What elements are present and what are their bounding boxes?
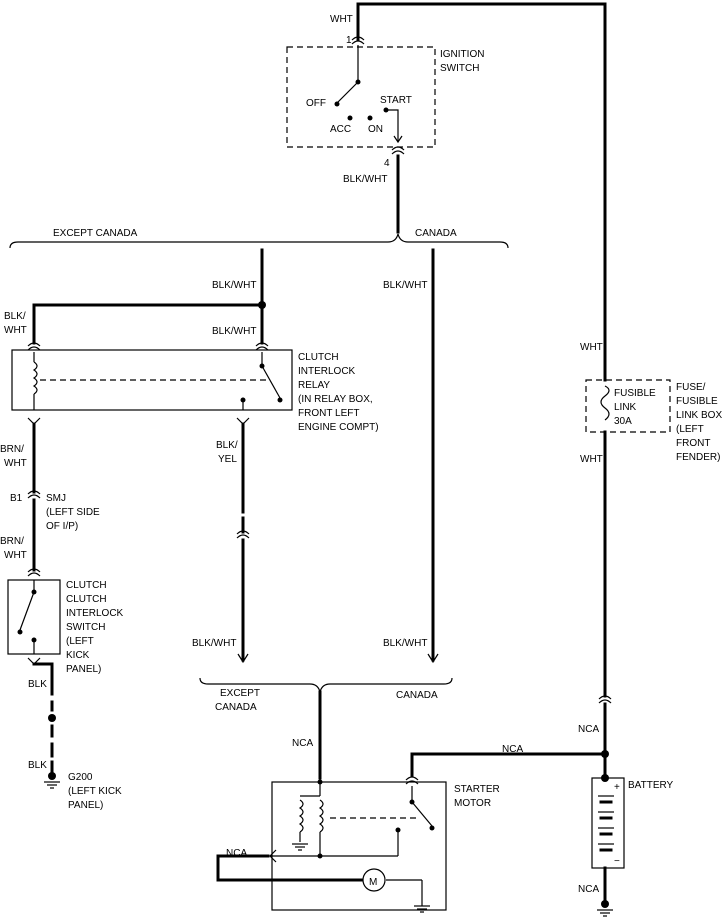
relay-label-3: RELAY xyxy=(298,380,330,391)
clutch-switch-label-1: CLUTCH xyxy=(66,580,107,591)
fusible-link-label-3: 30A xyxy=(614,416,632,427)
relay-label-6: ENGINE COMPT) xyxy=(298,422,379,433)
ignition-switch-label-1: IGNITION xyxy=(440,49,484,60)
wire-label-brn-2: BRN/ xyxy=(0,536,24,547)
battery-plus-label: + xyxy=(614,782,620,793)
battery-label: BATTERY xyxy=(628,780,674,791)
clutch-switch-label-7: PANEL) xyxy=(66,664,101,675)
connector-b1-label: B1 xyxy=(10,493,23,504)
fuse-box-label-2: FUSIBLE xyxy=(676,396,718,407)
clutch-switch-label-3: INTERLOCK xyxy=(66,608,124,619)
fusible-link xyxy=(585,379,671,433)
option-except-canada-low-1: EXCEPT xyxy=(220,688,260,699)
wire-label-blk-yel-2: YEL xyxy=(218,454,237,465)
clutch-switch-label-2: CLUTCH xyxy=(66,594,107,605)
brn-wht-wire xyxy=(27,417,41,577)
ign-pos-start: START xyxy=(380,95,412,106)
wire-label-wht-top: WHT xyxy=(330,14,353,25)
battery-minus-label: − xyxy=(614,856,620,867)
blk-yel-wire xyxy=(236,417,250,664)
wire-label-blk-yel-1: BLK/ xyxy=(216,440,238,451)
wire-label-nca-battery-side: NCA xyxy=(578,724,599,735)
relay-label-4: (IN RELAY BOX, xyxy=(298,394,373,405)
clutch-interlock-switch xyxy=(7,579,61,665)
clutch-switch-label-5: (LEFT xyxy=(66,636,94,647)
wire-label-blk-ground: BLK xyxy=(28,760,47,771)
fuse-box-label-3: LINK BOX xyxy=(676,410,722,421)
clutch-switch-label-4: SWITCH xyxy=(66,622,105,633)
smj-label-1: SMJ xyxy=(46,493,66,504)
blk-ground-wire xyxy=(32,662,60,789)
fuse-box-label-5: FRONT xyxy=(676,438,710,449)
option-canada-low: CANADA xyxy=(396,690,438,701)
option-except-canada-top: EXCEPT CANADA xyxy=(53,228,138,239)
wire-label-blk-wht-ign: BLK/WHT xyxy=(343,174,387,185)
starter-label-2: MOTOR xyxy=(454,798,491,809)
option-except-canada-low-2: CANADA xyxy=(215,702,257,713)
clutch-switch-label-6: KICK xyxy=(66,650,90,661)
option-brace-top xyxy=(9,233,509,249)
wire-label-nca-batt-ground: NCA xyxy=(578,884,599,895)
battery xyxy=(591,774,625,917)
fuse-box-label-1: FUSE/ xyxy=(676,382,706,393)
ign-pin-4-label: 4 xyxy=(384,158,390,169)
ign-pos-acc: ACC xyxy=(330,124,351,135)
ground-g200-label-3: PANEL) xyxy=(68,800,103,811)
ign-pos-on: ON xyxy=(368,124,383,135)
starter-label-1: STARTER xyxy=(454,784,500,795)
wire-label-nca-batt-link: NCA xyxy=(502,744,523,755)
wire-label-wht-brn-1: WHT xyxy=(4,458,27,469)
wire-label-blk-wht-center: BLK/WHT xyxy=(212,280,256,291)
wire-label-blk-wht-relay-in: BLK/WHT xyxy=(212,326,256,337)
fusible-link-label-1: FUSIBLE xyxy=(614,388,656,399)
option-canada-top: CANADA xyxy=(415,228,457,239)
relay-label-1: CLUTCH xyxy=(298,352,339,363)
relay-label-5: FRONT LEFT xyxy=(298,408,359,419)
wire-label-blk-wht-low-right: BLK/WHT xyxy=(383,638,427,649)
ign-pos-off: OFF xyxy=(306,98,326,109)
ground-g200-label-1: G200 xyxy=(68,772,93,783)
fusible-link-label-2: LINK xyxy=(614,402,637,413)
wire-label-wht-fuse-top: WHT xyxy=(580,342,603,353)
smj-label-3: OF I/P) xyxy=(46,521,78,532)
ignition-switch xyxy=(286,36,436,155)
relay-label-2: INTERLOCK xyxy=(298,366,356,377)
wire-label-blk-wht-low-left: BLK/WHT xyxy=(192,638,236,649)
wire-label-brn-1: BRN/ xyxy=(0,444,24,455)
wire-label-wht-fuse-bottom: WHT xyxy=(580,454,603,465)
ign-pin-1-label: 1 xyxy=(346,35,352,46)
wire-label-wht-left: WHT xyxy=(4,325,27,336)
wire-label-wht-brn-2: WHT xyxy=(4,550,27,561)
ground-g200-label-2: (LEFT KICK xyxy=(68,786,122,797)
relay-feed-wire xyxy=(32,248,266,345)
wire-label-blk-wht-canada: BLK/WHT xyxy=(383,280,427,291)
ignition-switch-label-2: SWITCH xyxy=(440,63,479,74)
fuse-box-label-6: FENDER) xyxy=(676,452,720,463)
wht-battery-feed-wire xyxy=(356,2,612,780)
nca-battery-link-wire xyxy=(410,752,607,778)
wire-label-blk-left: BLK/ xyxy=(4,311,26,322)
wire-label-nca-starter-side: NCA xyxy=(226,848,247,859)
starter-motor xyxy=(216,776,447,913)
clutch-interlock-relay xyxy=(11,342,293,411)
motor-symbol: M xyxy=(369,877,377,888)
fuse-box-label-4: (LEFT xyxy=(676,424,704,435)
wire-label-nca-starter: NCA xyxy=(292,738,313,749)
wire-label-blk-switch: BLK xyxy=(28,679,47,690)
smj-label-2: (LEFT SIDE xyxy=(46,507,100,518)
